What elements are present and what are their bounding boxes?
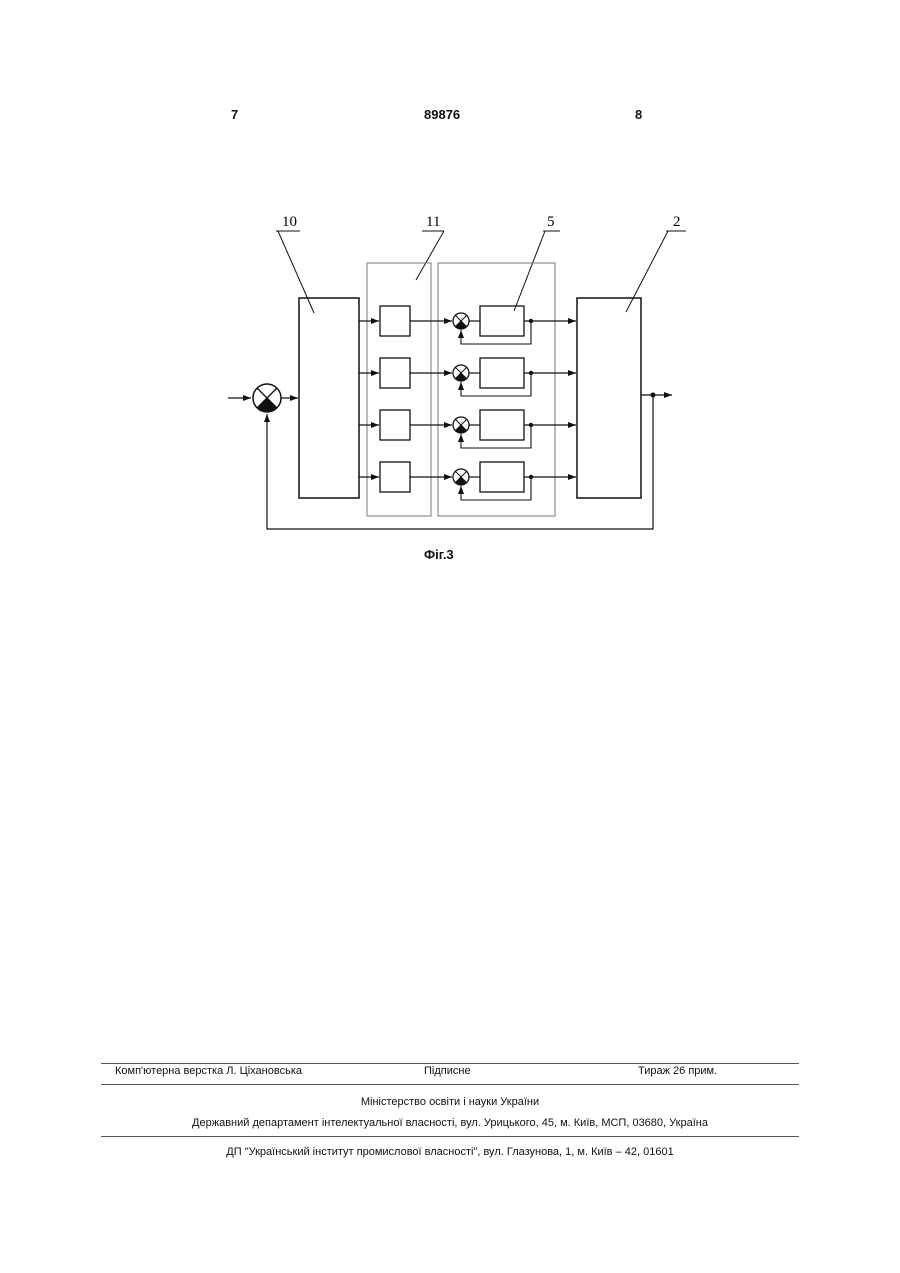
channel-rows bbox=[359, 306, 576, 500]
row-1-local-feedback bbox=[461, 321, 531, 344]
figure-caption: Фіг.3 bbox=[424, 547, 454, 562]
circulation-label: Тираж 26 прим. bbox=[638, 1065, 717, 1077]
row-3-local-feedback bbox=[461, 425, 531, 448]
typesetter-credit: Комп'ютерна верстка Л. Ціхановська bbox=[115, 1065, 302, 1077]
footer-rule-bottom bbox=[101, 1136, 799, 1137]
row-2-local-feedback bbox=[461, 373, 531, 396]
row-4-block-5 bbox=[480, 462, 524, 492]
block-diagram-figure: 10 11 5 2 bbox=[0, 0, 900, 600]
row-2-block-11 bbox=[380, 358, 410, 388]
label-5: 5 bbox=[547, 214, 555, 230]
row-1-block-11 bbox=[380, 306, 410, 336]
row-2-block-5 bbox=[480, 358, 524, 388]
label-2: 2 bbox=[673, 214, 681, 230]
block-10 bbox=[299, 298, 359, 498]
main-feedback-path bbox=[267, 395, 653, 529]
leader-2 bbox=[626, 231, 668, 312]
row-1-block-5 bbox=[480, 306, 524, 336]
signed-label: Підписне bbox=[424, 1065, 471, 1077]
block-2 bbox=[577, 298, 641, 498]
label-10: 10 bbox=[282, 214, 297, 230]
footer-rule-top bbox=[101, 1063, 799, 1064]
institute-line: ДП "Український інститут промислової вла… bbox=[101, 1146, 799, 1158]
group-11-outline bbox=[367, 263, 431, 516]
leader-5 bbox=[514, 231, 545, 311]
footer-rule-middle bbox=[101, 1084, 799, 1085]
row-4-local-feedback bbox=[461, 477, 531, 500]
row-3-block-11 bbox=[380, 410, 410, 440]
ministry-line: Міністерство освіти і науки України bbox=[101, 1096, 799, 1108]
leader-11 bbox=[416, 231, 444, 280]
row-3-block-5 bbox=[480, 410, 524, 440]
leader-10 bbox=[278, 231, 314, 313]
row-4-block-11 bbox=[380, 462, 410, 492]
label-11: 11 bbox=[426, 214, 440, 230]
department-line: Державний департамент інтелектуальної вл… bbox=[101, 1117, 799, 1129]
